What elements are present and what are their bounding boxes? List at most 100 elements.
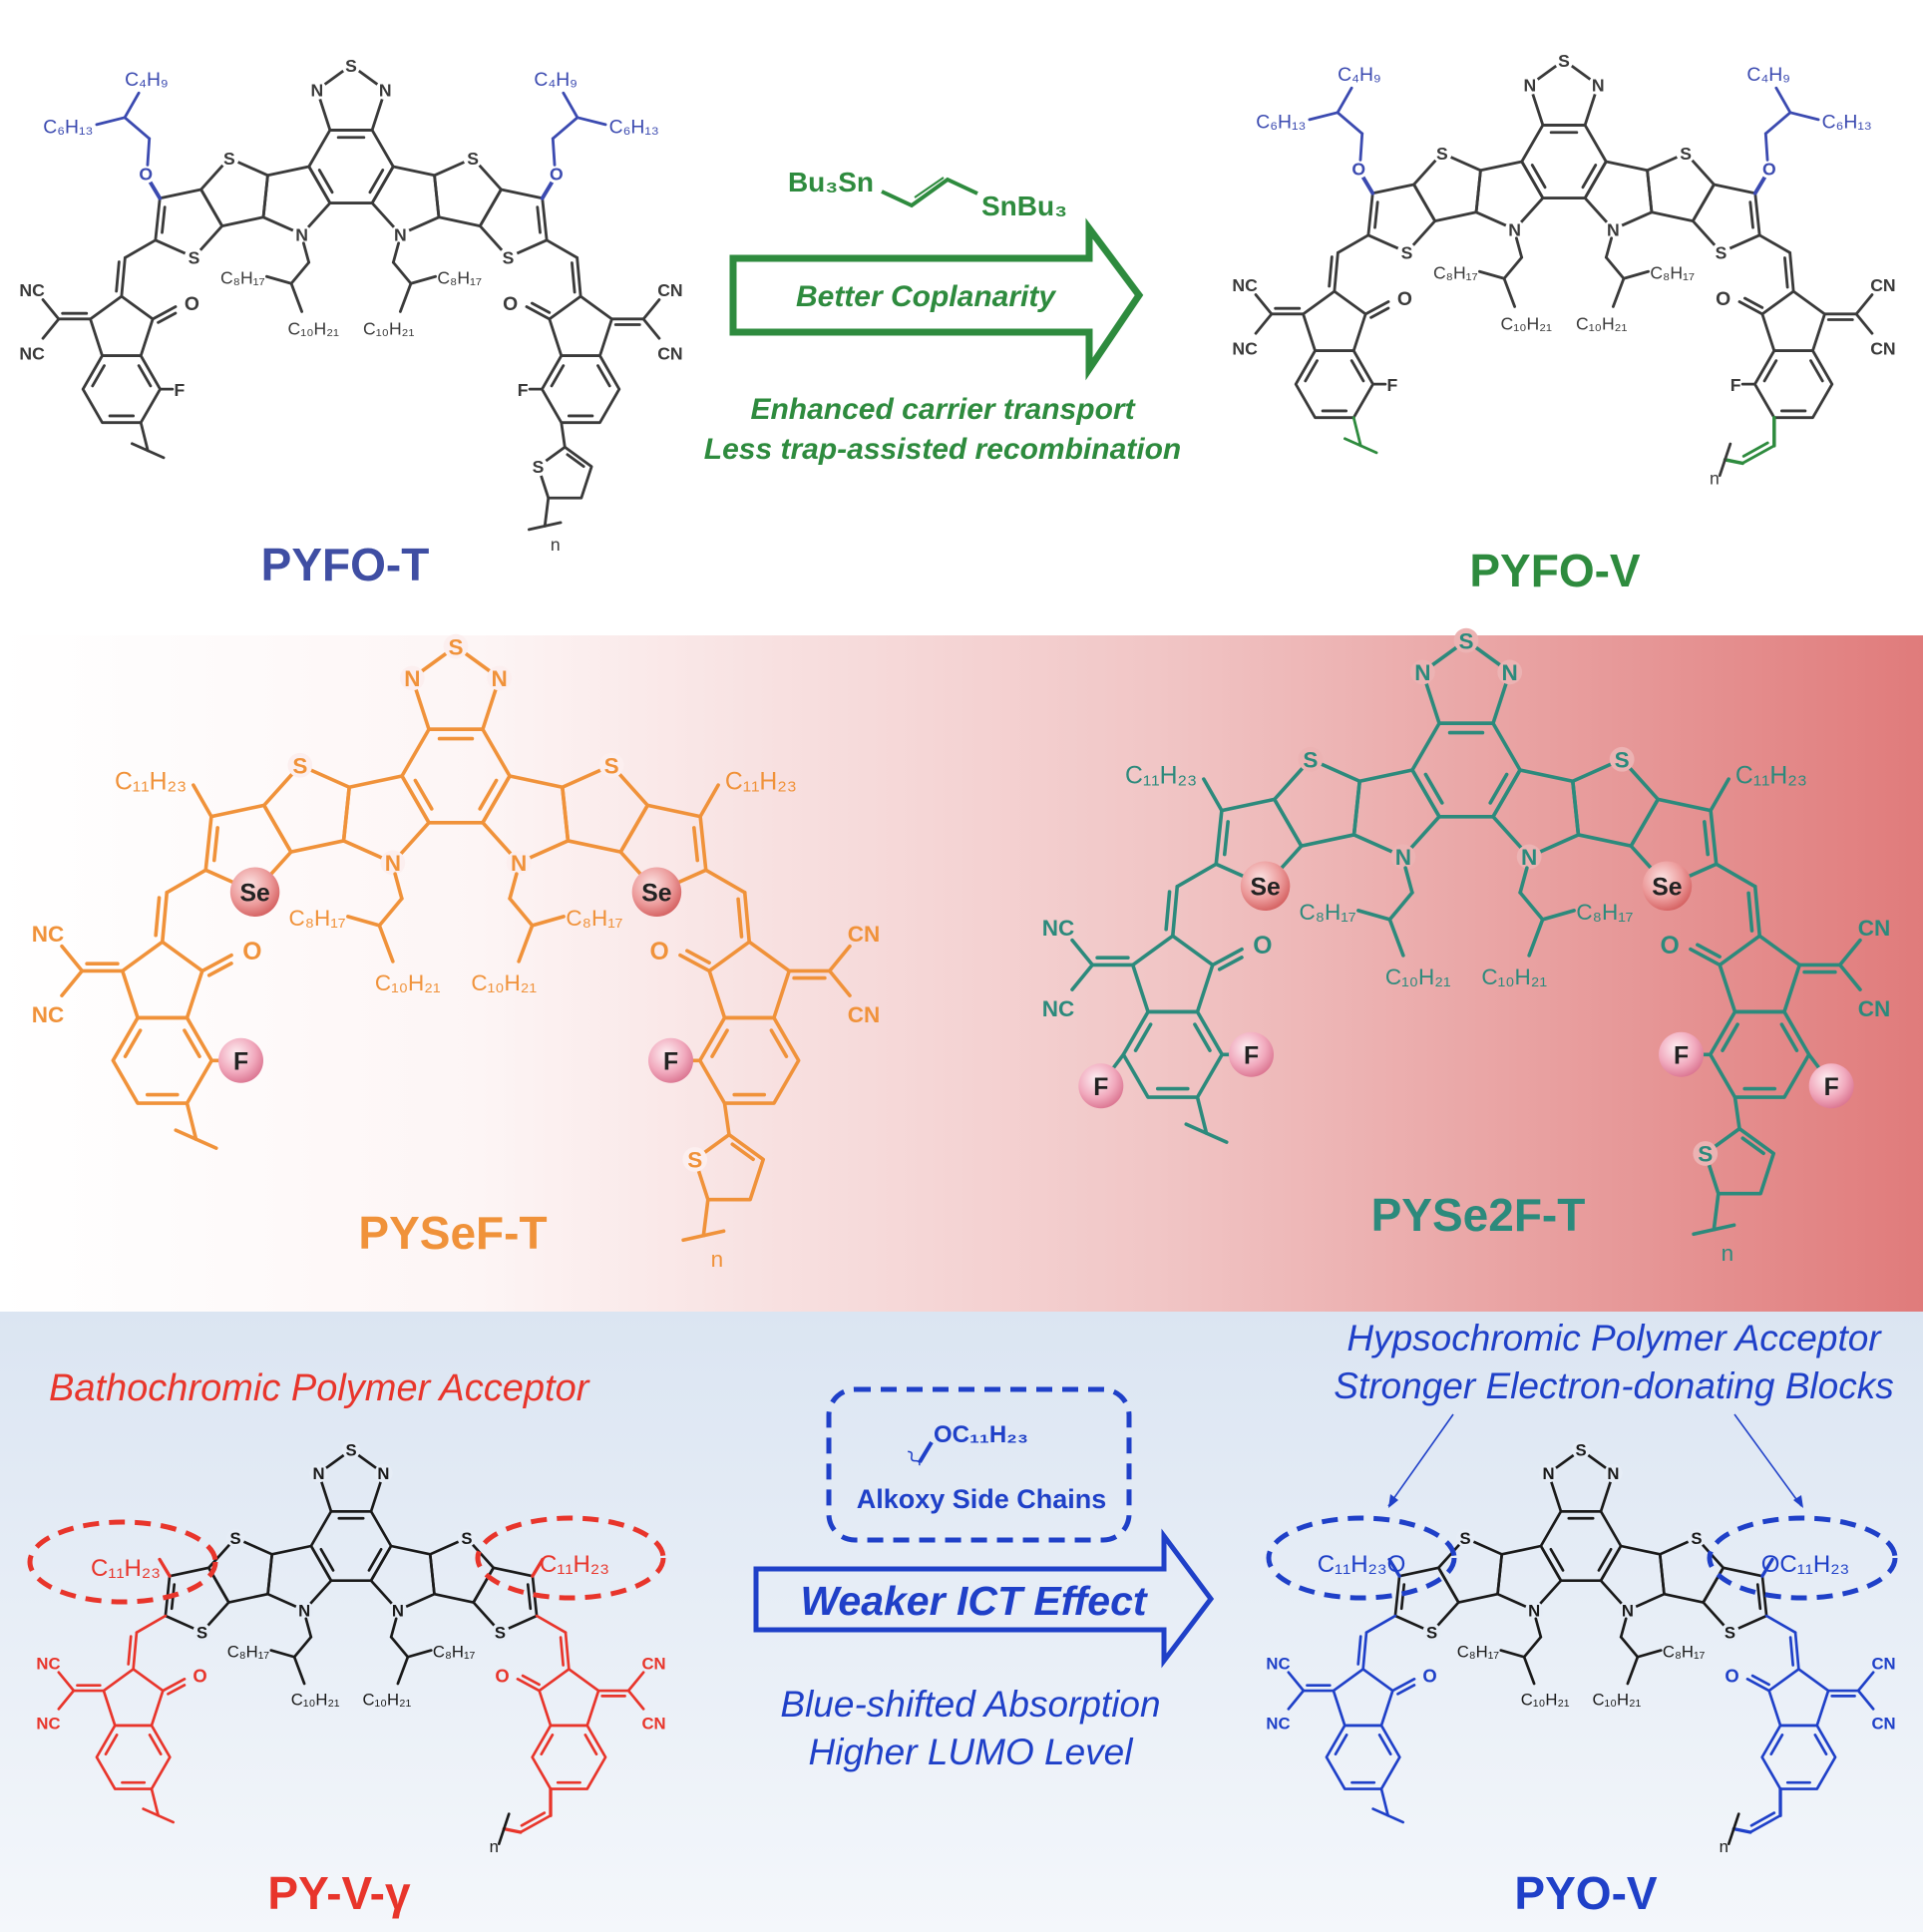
thiadiazole-nitrogen-right: N (377, 1464, 389, 1483)
nitrogen-atom-left: N (1528, 1602, 1540, 1621)
bottom-panel (0, 1312, 1923, 1932)
alkyl-bond (192, 783, 213, 819)
thiophene-ring-outer-right (1629, 797, 1719, 889)
aromatic-double-bond (1597, 1547, 1613, 1572)
cyano-group-upper-left: NC (19, 280, 45, 300)
alkyl-bond (1619, 1617, 1628, 1639)
polymer-bracket (1692, 1223, 1736, 1237)
vinyl-bond-icon (881, 177, 978, 208)
sulfur-atom-inner-left-backdrop (1432, 143, 1452, 164)
alkyl-bond (292, 1655, 306, 1686)
side-chain-ellipse-left-red (27, 1519, 218, 1605)
aromatic-double-bond (183, 1028, 201, 1058)
carbonyl-oxygen-right: O (1660, 933, 1679, 960)
cyano-group-lower-left: NC (19, 343, 45, 363)
thiadiazole-nitrogen-right-backdrop (374, 1463, 393, 1483)
vinyl-double-bond (1740, 444, 1776, 465)
molecule-name-py-v-gamma: PY-V-γ (267, 1867, 411, 1919)
alkyl-bond (409, 274, 437, 285)
aromatic-double-bond (1813, 1734, 1828, 1756)
repeat-unit-n: n (490, 1837, 499, 1856)
pyrrole-ring-left (1474, 160, 1545, 231)
alkyl-bond (301, 241, 311, 264)
py-v-gamma-structure: SNNNSSC₈H₁₇C₁₀H₂₁ONCNCNSSC₈H₁₇C₁₀H₂₁OCNC… (36, 1440, 666, 1856)
aromatic-double-bond (1703, 820, 1711, 857)
fluorine-atom-second-right: F (1824, 1074, 1839, 1101)
fluorine-atom-left-highlight (217, 1037, 263, 1083)
side-chain-c8h17-right: C₈H₁₇ (1650, 262, 1695, 282)
carbonyl-oxygen-right: O (495, 1666, 509, 1687)
side-chain-c8h17-left: C₈H₁₇ (227, 1642, 270, 1661)
aromatic-double-bond (540, 1734, 555, 1756)
cyano-group-lower-right: CN (848, 1002, 881, 1027)
alkyl-bond (391, 260, 413, 285)
polymer-link-bond (1351, 416, 1362, 448)
alkyl-bond (1502, 255, 1524, 280)
alkoxy-bond (918, 1440, 934, 1464)
cyano-bond (1254, 312, 1274, 335)
aromatic-double-bond (137, 364, 153, 388)
thiadiazole-sulfur: S (345, 1441, 356, 1460)
fluorine-atom-right-highlight (1659, 1031, 1705, 1077)
vinyl-double-bond (914, 177, 945, 198)
exocyclic-double-bond-second (1788, 1636, 1794, 1667)
vinyl-bond (165, 868, 208, 895)
sulfur-atom-inner-left: S (1303, 747, 1318, 772)
alkoxy-oxygen-left: O (1351, 159, 1365, 179)
selenium-atom-left: Se (1250, 874, 1280, 901)
alkoxy-bond (1763, 111, 1792, 136)
thiadiazole-nitrogen-left: N (1414, 660, 1430, 685)
aromatic-double-bond (317, 169, 334, 194)
thiadiazole-nitrogen-right-backdrop (1588, 75, 1608, 95)
side-chain-c10h21-left: C₁₀H₂₁ (1501, 313, 1552, 333)
alkoxy-bond (1336, 111, 1364, 136)
cyano-group-upper-right: CN (1858, 916, 1891, 941)
pyrrole-ring-right (1583, 160, 1654, 231)
tail-sulfur-atom: S (533, 457, 545, 477)
thiophene-ring-outer-left (203, 803, 293, 895)
alkoxy-bond (1308, 111, 1340, 122)
exocyclic-double-bond (1788, 250, 1795, 293)
nitrogen-atom-right-backdrop (388, 1601, 408, 1620)
polymer-bracket (1343, 437, 1378, 455)
aromatic-double-bond (1779, 1022, 1799, 1052)
carbonyl-bond (1390, 1678, 1416, 1693)
nitrogen-atom-left-backdrop (1390, 844, 1416, 870)
alkoxy-bond (1774, 86, 1792, 115)
selenium-atom-right: Se (641, 880, 671, 907)
sulfur-atom-inner-left: S (223, 149, 235, 169)
side-chain-c10h21-left: C₁₀H₂₁ (1385, 965, 1451, 989)
side-chain-c6h13-right: C₆H₁₃ (1822, 112, 1872, 134)
alkyl-bond (1709, 777, 1731, 813)
cyano-group-lower-left: NC (36, 1714, 60, 1733)
side-chain-c10h21-right: C₁₀H₂₁ (1592, 1691, 1641, 1710)
aromatic-double-bond (536, 205, 542, 234)
pyse2f-t-structure: SNNNSSeC₈H₁₇C₁₀H₂₁C₁₁H₂₃ONCNCFFNSSeC₈H₁₇… (1042, 627, 1891, 1266)
thiadiazole-sulfur-backdrop (341, 55, 361, 76)
pyrrole-ring-left (261, 165, 332, 236)
side-chain-c11h23o-left: C₁₁H₂₃O (1318, 1551, 1406, 1578)
alkyl-bond (1540, 909, 1576, 922)
carbonyl-oxygen-left: O (1422, 1666, 1436, 1687)
sulfur-atom-outer-right-backdrop (1721, 1623, 1739, 1642)
exocyclic-double-bond (576, 255, 582, 298)
thiophene-ring-outer-left (1393, 1566, 1460, 1634)
carbonyl-bond (1210, 947, 1244, 967)
molecule-name-pyfo-v: PYFO-V (1469, 545, 1641, 596)
sulfur-atom-inner-left-backdrop (225, 1528, 245, 1548)
side-chain-c10h21-left: C₁₀H₂₁ (288, 318, 339, 338)
carbonyl-bond-second (1750, 1674, 1770, 1687)
tail-sulfur-atom-backdrop (1693, 1141, 1719, 1166)
side-chain-oc11h23-right: OC₁₁H₂₃ (1761, 1551, 1850, 1578)
thiophene-ring-outer-right (1691, 183, 1761, 254)
side-chain-c4h9-right: C₄H₉ (1746, 64, 1790, 86)
side-chain-c8h17-left: C₈H₁₇ (220, 267, 265, 287)
exocyclic-double-bond-second (115, 260, 121, 293)
nitrogen-atom-right: N (511, 851, 527, 876)
thiophene-ring-outer-right (1702, 1566, 1768, 1634)
cyano-bond (1837, 963, 1862, 991)
top-panel (0, 0, 1923, 635)
aromatic-double-bond (692, 826, 700, 863)
cyano-bond (626, 1671, 645, 1693)
side-chain-bond (1760, 1557, 1774, 1578)
